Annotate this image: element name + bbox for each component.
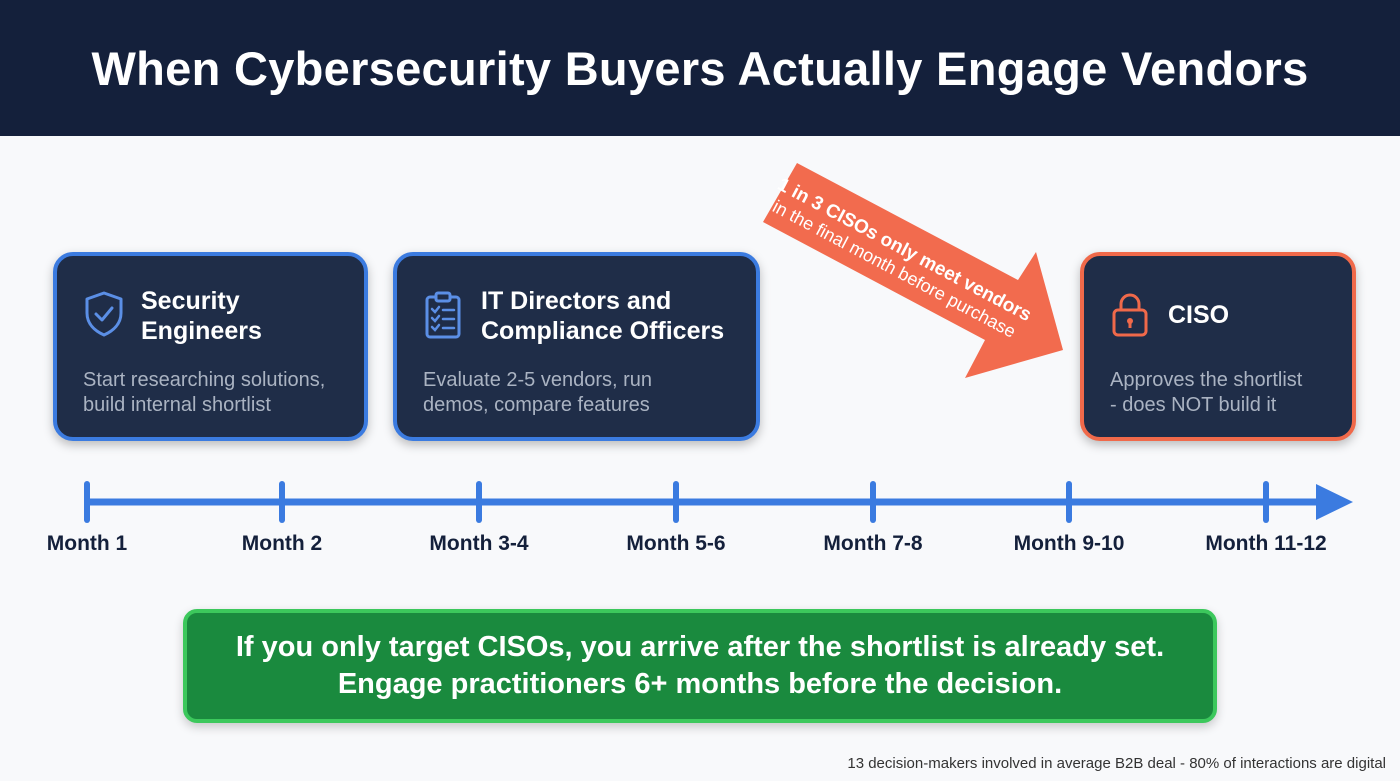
- card-description: Start researching solutions,: [83, 369, 326, 391]
- card-title: CISO: [1168, 301, 1230, 329]
- card-description: Evaluate 2-5 vendors, run: [423, 369, 653, 391]
- timeline-label: Month 11-12: [1205, 532, 1327, 555]
- card-title: IT Directors and: [481, 287, 672, 315]
- card-title: Engineers: [141, 317, 262, 345]
- banner-line: Engage practitioners 6+ months before th…: [337, 668, 1063, 700]
- timeline-arrowhead: [1316, 484, 1353, 520]
- card-title: Security: [141, 287, 240, 315]
- card-description: - does NOT build it: [1110, 394, 1277, 416]
- clipboard-checklist-icon: [425, 291, 461, 339]
- footnote: 13 decision-makers involved in average B…: [847, 755, 1386, 772]
- timeline-label: Month 9-10: [1013, 532, 1125, 555]
- timeline: [84, 481, 1353, 523]
- banner-line: If you only target CISOs, you arrive aft…: [235, 631, 1165, 663]
- card-description: Approves the shortlist: [1110, 369, 1303, 391]
- timeline-label: Month 1: [46, 532, 128, 555]
- header: When Cybersecurity Buyers Actually Engag…: [0, 0, 1400, 136]
- card-title: Compliance Officers: [481, 317, 725, 345]
- card-description: build internal shortlist: [83, 394, 271, 416]
- lock-icon: [1112, 293, 1148, 337]
- shield-check-icon: [85, 291, 123, 337]
- timeline-label: Month 7-8: [823, 532, 923, 555]
- card-description: demos, compare features: [423, 394, 650, 416]
- key-message-banner: If you only target CISOs, you arrive aft…: [183, 609, 1217, 723]
- page-title: When Cybersecurity Buyers Actually Engag…: [91, 41, 1309, 95]
- timeline-label: Month 5-6: [626, 532, 726, 555]
- card-ciso: CISO Approves the shortlist - does NOT bu…: [1080, 252, 1356, 441]
- timeline-label: Month 3-4: [429, 532, 529, 555]
- callout-bold-text: 1 in 3 CISOs only meet vendors: [774, 174, 1035, 326]
- timeline-label: Month 2: [241, 532, 323, 555]
